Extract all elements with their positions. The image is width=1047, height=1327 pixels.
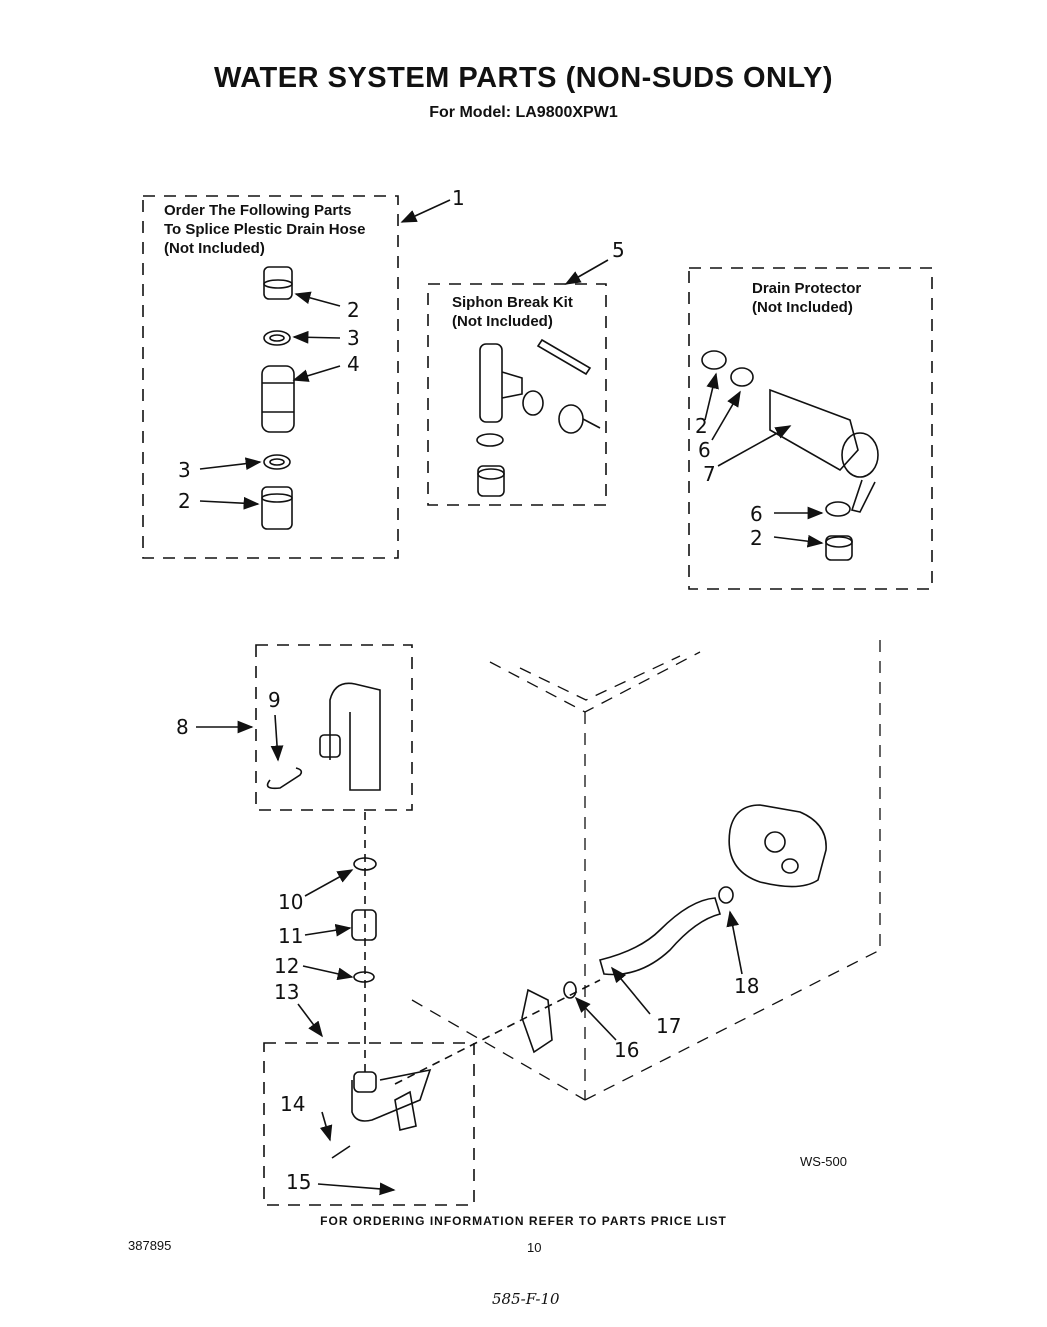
cabinet-outline	[411, 640, 881, 1101]
drain-protector-line1: Drain Protector	[752, 280, 862, 297]
callout-splice-2a: 2	[347, 298, 360, 322]
callout-splice-3b: 3	[178, 458, 191, 482]
callout-10: 10	[278, 890, 304, 914]
siphon-kit-box	[427, 283, 607, 506]
drain-hose	[266, 682, 381, 791]
splice-kit-line1: Order The Following Parts	[164, 202, 352, 219]
callout-17: 17	[656, 1014, 682, 1038]
splice-parts	[261, 266, 295, 530]
callout-dp-7: 7	[703, 462, 716, 486]
callout-14: 14	[280, 1092, 306, 1116]
drain-protector-label: Drain Protector (Not Included)	[752, 279, 861, 317]
model-subtitle: For Model: LA9800XPW1	[429, 104, 618, 121]
standpipe-kit-box	[263, 1042, 475, 1206]
diagram-code: WS-500	[800, 1154, 847, 1169]
callout-dp-2a: 2	[695, 414, 708, 438]
standpipe	[331, 1068, 432, 1159]
siphon-kit-line1: Siphon Break Kit	[452, 294, 573, 311]
callout-dp-2b: 2	[750, 526, 763, 550]
callout-1: 1	[452, 186, 465, 210]
splice-kit-line2: To Splice Plestic Drain Hose	[164, 221, 366, 238]
siphon-kit-line2: (Not Included)	[452, 313, 553, 330]
callout-dp-6b: 6	[750, 502, 763, 526]
callout-16: 16	[614, 1038, 640, 1062]
splice-kit-line3: (Not Included)	[164, 240, 265, 257]
callout-splice-4: 4	[347, 352, 360, 376]
drain-hose-kit-box	[255, 644, 413, 811]
siphon-parts	[476, 338, 601, 497]
splice-kit-box	[142, 195, 399, 559]
ordering-note: FOR ORDERING INFORMATION REFER TO PARTS …	[320, 1214, 727, 1228]
callout-splice-3a: 3	[347, 326, 360, 350]
callout-11: 11	[278, 924, 304, 948]
callout-15: 15	[286, 1170, 312, 1194]
page-number: 10	[527, 1240, 542, 1255]
callout-8: 8	[176, 715, 189, 739]
callout-5: 5	[612, 238, 625, 262]
doc-number: 387895	[128, 1238, 172, 1253]
callout-9: 9	[268, 688, 281, 712]
handwritten-note: 585-F-10	[492, 1290, 560, 1308]
callout-13: 13	[274, 980, 300, 1004]
drain-protector-line2: (Not Included)	[752, 299, 853, 316]
callout-18: 18	[734, 974, 760, 998]
splice-kit-label: Order The Following Parts To Splice Ples…	[164, 201, 365, 258]
drain-protector-parts	[701, 350, 879, 561]
pump	[718, 804, 827, 904]
siphon-kit-label: Siphon Break Kit (Not Included)	[452, 293, 573, 331]
callout-dp-6a: 6	[698, 438, 711, 462]
callout-12: 12	[274, 954, 300, 978]
drain-protector-box	[688, 267, 933, 590]
callout-splice-2b: 2	[178, 489, 191, 513]
page-title: WATER SYSTEM PARTS (NON-SUDS ONLY)	[213, 62, 834, 94]
